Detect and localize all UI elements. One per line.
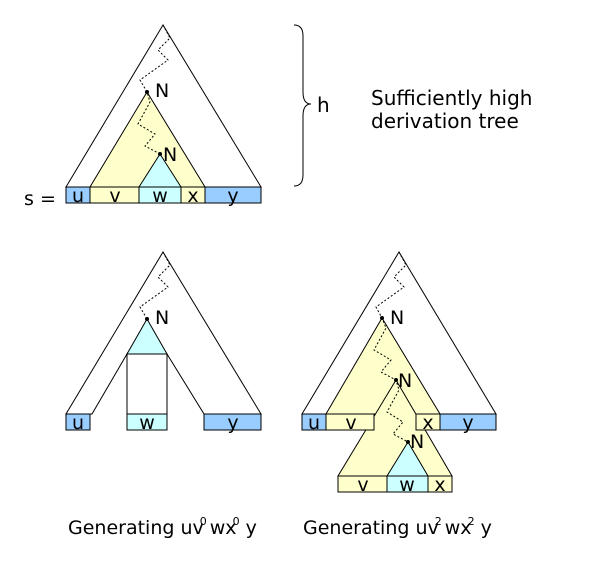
br-node-dot-1 — [380, 316, 384, 320]
top-box-y — [204, 186, 262, 204]
br-caption-text: Generating uv — [303, 517, 439, 539]
br-seg2-v: v — [357, 474, 368, 496]
br-seg-v: v — [345, 412, 356, 434]
bl-node-dot — [145, 317, 149, 321]
bl-derivation-path — [139, 251, 171, 320]
br-caption-mid: wx — [445, 517, 472, 539]
height-label: h — [317, 93, 330, 117]
br-caption-exp2: 2 — [468, 515, 475, 528]
bl-caption-mid: wx — [210, 517, 237, 539]
bl-caption-exp1: 0 — [200, 515, 207, 528]
bl-cyan-subtree — [126, 317, 168, 355]
top-seg-v: v — [109, 185, 120, 207]
bl-outer-shape — [65, 251, 262, 415]
top-node-label-1: N — [155, 80, 169, 102]
bl-box-y — [203, 413, 262, 431]
bl-seg-w: w — [139, 412, 155, 434]
br-seg2-x: x — [434, 474, 445, 496]
bl-caption-exp2: 0 — [233, 515, 240, 528]
top-node-dot-1 — [145, 90, 149, 94]
br-seg-x: x — [422, 412, 433, 434]
br-caption-end: y — [481, 517, 492, 539]
top-derivation-tree: N N u v w x y s = h Sufficiently high de… — [24, 24, 532, 210]
br-node-label-1: N — [390, 307, 404, 329]
br-caption-exp1: 2 — [435, 515, 442, 528]
br-node-dot-3 — [406, 440, 410, 444]
bl-box-u — [65, 413, 91, 431]
bl-node-label: N — [155, 307, 169, 329]
string-prefix: s = — [24, 188, 56, 210]
bl-caption-end: y — [246, 517, 257, 539]
bl-caption-text: Generating uv — [68, 517, 204, 539]
br-seg-y: y — [462, 412, 473, 434]
caption-sufficiently-high: Sufficiently high — [371, 86, 532, 110]
top-seg-u: u — [72, 185, 84, 207]
bl-box-w — [126, 413, 168, 431]
bl-seg-u: u — [72, 412, 84, 434]
top-seg-x: x — [187, 185, 198, 207]
br-seg2-w: w — [399, 474, 415, 496]
bl-seg-y: y — [227, 412, 238, 434]
height-brace — [293, 24, 312, 187]
br-node-label-3: N — [410, 431, 424, 453]
br-box2-x — [427, 475, 453, 493]
br-derivation-path — [373, 251, 409, 443]
caption-derivation-tree: derivation tree — [371, 109, 519, 133]
br-seg-u: u — [308, 412, 320, 434]
br-box-v — [325, 413, 375, 431]
br-node-label-2: N — [398, 370, 412, 392]
top-node-dot-2 — [158, 152, 162, 156]
br-node-dot-2 — [394, 378, 398, 382]
top-seg-y: y — [227, 185, 238, 207]
top-seg-w: w — [152, 185, 168, 207]
br-box-y — [439, 413, 497, 431]
top-node-label-2: N — [163, 144, 177, 166]
